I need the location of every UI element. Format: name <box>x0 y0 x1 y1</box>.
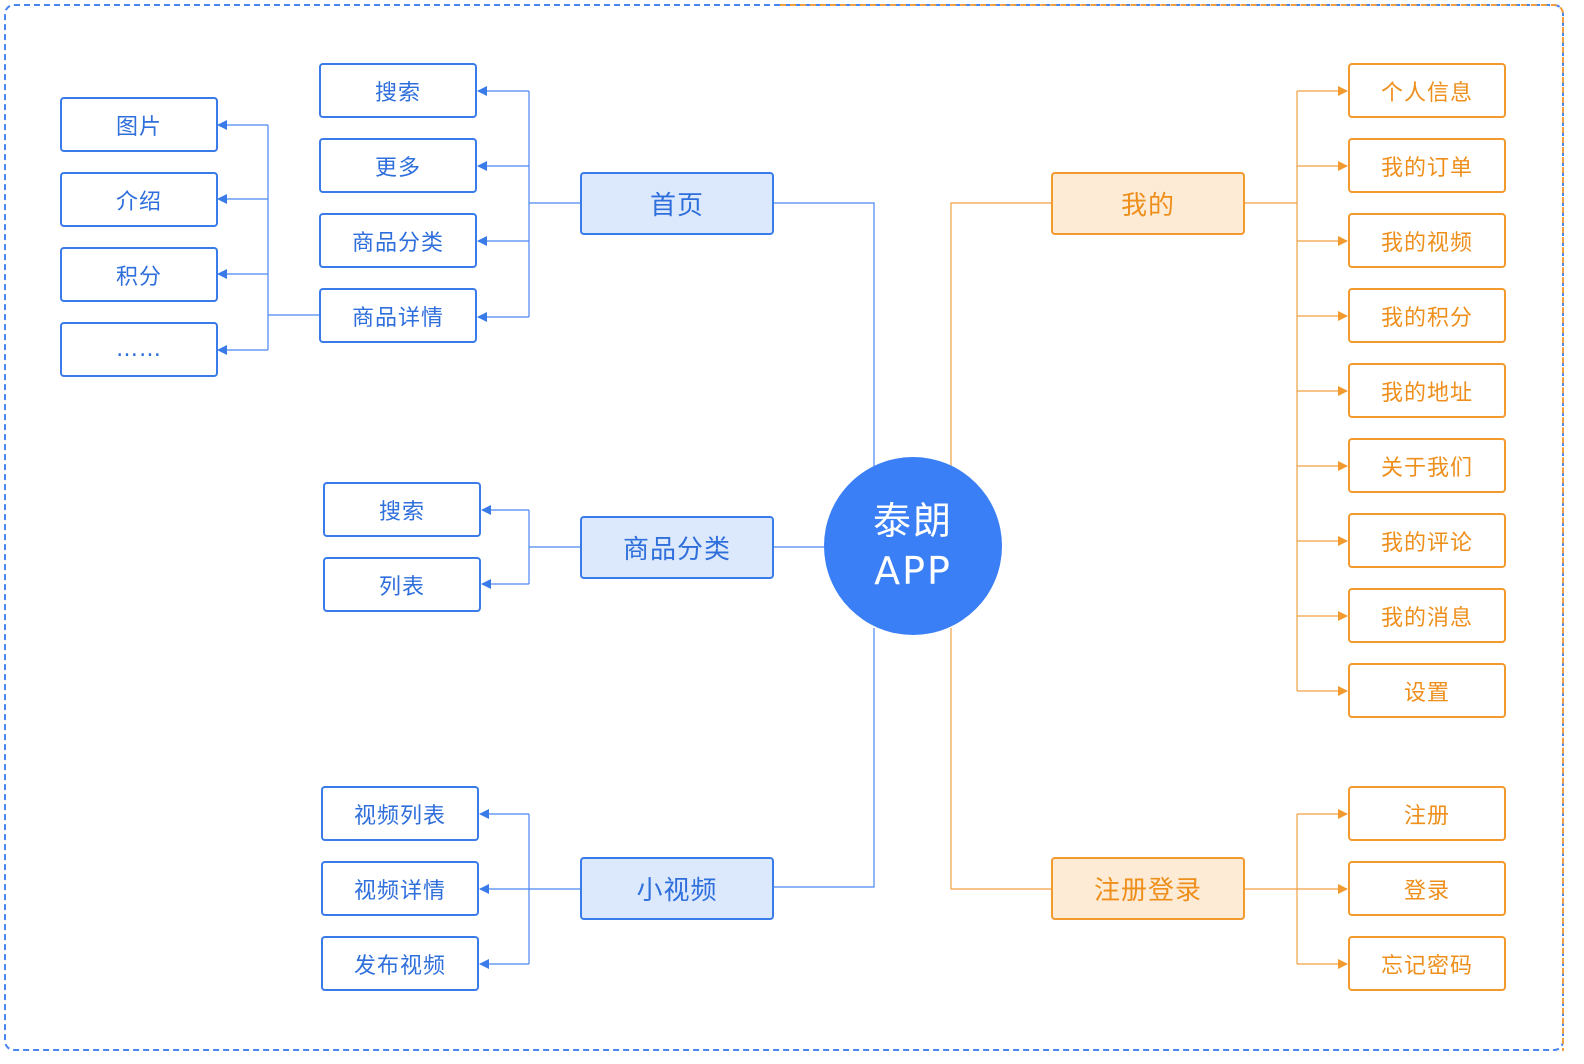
node-mine-messages[interactable]: 我的消息 <box>1348 588 1506 643</box>
node-home[interactable]: 首页 <box>580 172 774 235</box>
node-detail-intro[interactable]: 介绍 <box>60 172 218 227</box>
node-category[interactable]: 商品分类 <box>580 516 774 579</box>
node-home-category[interactable]: 商品分类 <box>319 213 477 268</box>
node-auth-register[interactable]: 注册 <box>1348 786 1506 841</box>
node-mine-profile[interactable]: 个人信息 <box>1348 63 1506 118</box>
node-category-list[interactable]: 列表 <box>323 557 481 612</box>
link-center-mine <box>950 202 1051 470</box>
node-detail-image[interactable]: 图片 <box>60 97 218 152</box>
node-video-list[interactable]: 视频列表 <box>321 786 479 841</box>
node-mine-points[interactable]: 我的积分 <box>1348 288 1506 343</box>
node-home-product-detail[interactable]: 商品详情 <box>319 288 477 343</box>
diagram-frame-accent <box>780 4 1564 1051</box>
node-detail-ellipsis[interactable]: …… <box>60 322 218 377</box>
node-video[interactable]: 小视频 <box>580 857 774 920</box>
node-video-detail[interactable]: 视频详情 <box>321 861 479 916</box>
node-mine-about[interactable]: 关于我们 <box>1348 438 1506 493</box>
center-subtitle: APP <box>874 549 952 593</box>
center-node[interactable]: 泰朗 APP <box>824 457 1002 635</box>
node-mine-settings[interactable]: 设置 <box>1348 663 1506 718</box>
node-home-search[interactable]: 搜索 <box>319 63 477 118</box>
node-mine-comments[interactable]: 我的评论 <box>1348 513 1506 568</box>
node-mine-address[interactable]: 我的地址 <box>1348 363 1506 418</box>
node-detail-points[interactable]: 积分 <box>60 247 218 302</box>
link-center-auth <box>950 628 1051 890</box>
node-auth-login[interactable]: 登录 <box>1348 861 1506 916</box>
node-mine-orders[interactable]: 我的订单 <box>1348 138 1506 193</box>
link-center-home <box>774 202 875 470</box>
node-auth[interactable]: 注册登录 <box>1051 857 1245 920</box>
center-title: 泰朗 <box>872 499 953 543</box>
node-category-search[interactable]: 搜索 <box>323 482 481 537</box>
node-mine-videos[interactable]: 我的视频 <box>1348 213 1506 268</box>
node-video-publish[interactable]: 发布视频 <box>321 936 479 991</box>
node-mine[interactable]: 我的 <box>1051 172 1245 235</box>
node-auth-forgot-password[interactable]: 忘记密码 <box>1348 936 1506 991</box>
link-center-video <box>774 628 875 888</box>
node-home-more[interactable]: 更多 <box>319 138 477 193</box>
